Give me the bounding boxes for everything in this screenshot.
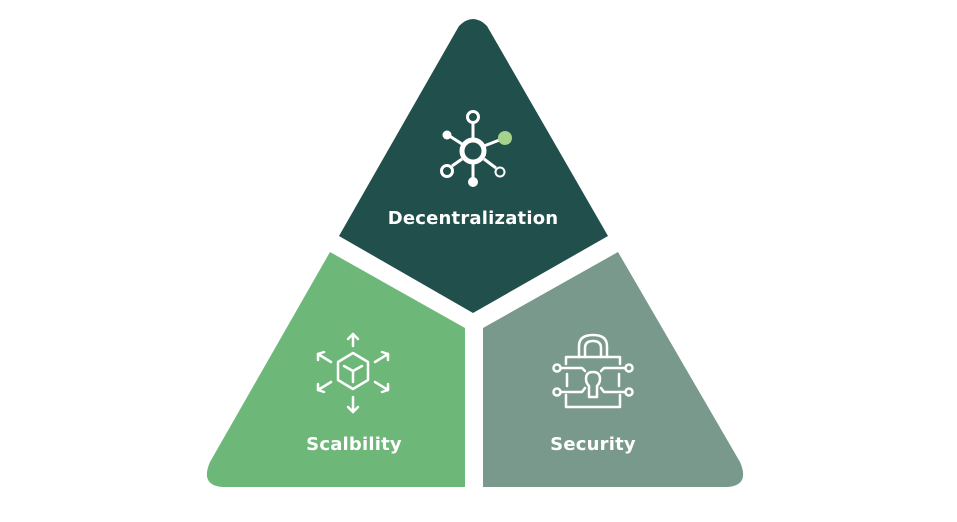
network-nodes-icon (440, 110, 512, 187)
scalability-label: Scalbility (306, 434, 402, 455)
segment-security (483, 252, 744, 487)
security-label: Security (550, 434, 636, 455)
segment-scalability (206, 252, 465, 487)
cube-expand-icon (316, 332, 390, 414)
decentralization-label: Decentralization (387, 208, 559, 229)
digital-lock-icon (552, 333, 634, 409)
